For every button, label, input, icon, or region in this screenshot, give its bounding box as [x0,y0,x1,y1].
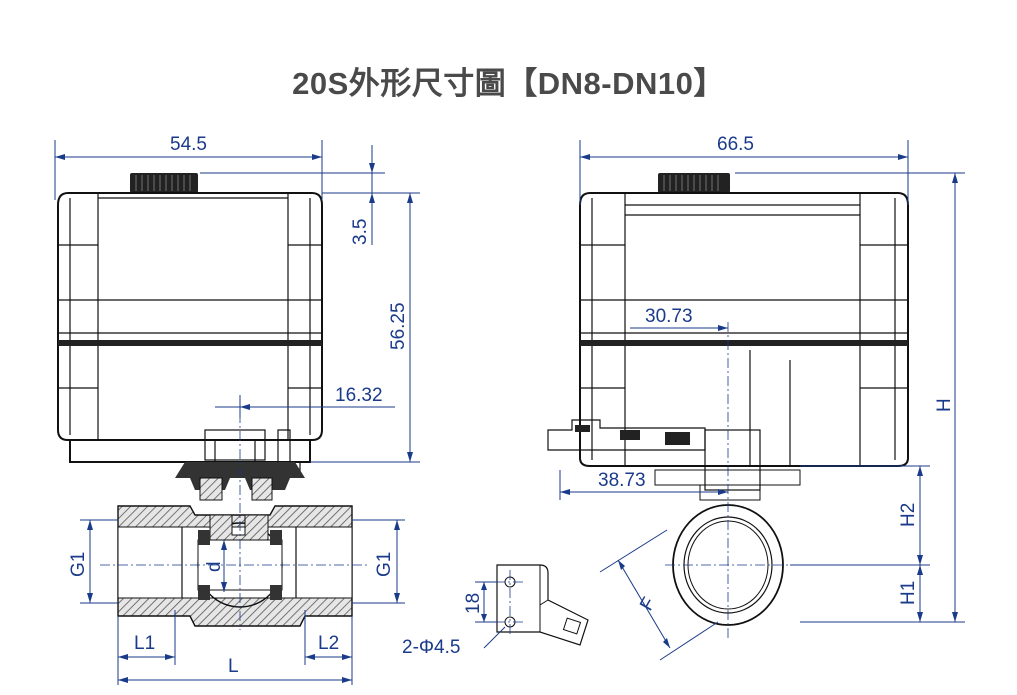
front-base [69,440,311,463]
side-dimensions: 66.5 30.73 38.73 H H2 H1 F [559,134,965,661]
dim-3-5: 3.5 [350,219,371,245]
dim-66-5: 66.5 [717,134,754,155]
dim-l2: L2 [318,633,339,654]
dim-h2: H2 [898,503,919,527]
bracket-plate [496,564,589,646]
front-knob [130,173,198,193]
dim-d: d [204,561,225,572]
side-mount-flange [547,419,706,451]
dim-g1-left: G1 [68,552,89,577]
side-actuator-housing [579,192,909,467]
dim-h: H [934,398,955,412]
dim-f: F [636,594,660,615]
dim-56-25: 56.25 [388,302,409,350]
bracket-detail: 18 2-Φ4.5 [402,564,589,658]
front-dimensions: 54.5 3.5 56.25 16.32 G1 d G1 [54,134,420,685]
dim-l: L [228,656,239,677]
dim-16-32: 16.32 [335,385,383,406]
dim-18: 18 [463,593,484,614]
dim-h1: H1 [898,581,919,605]
dim-54-5: 54.5 [170,134,207,155]
dim-l1: L1 [134,633,155,654]
dim-g1-right: G1 [374,552,395,577]
dim-38-73: 38.73 [598,470,646,491]
front-actuator-housing [57,192,323,441]
drawing-title: 20S外形尺寸圖【DN8-DN10】 [292,66,725,101]
side-view [547,173,909,640]
dim-holes: 2-Φ4.5 [402,637,460,658]
dim-30-73: 30.73 [645,306,693,327]
